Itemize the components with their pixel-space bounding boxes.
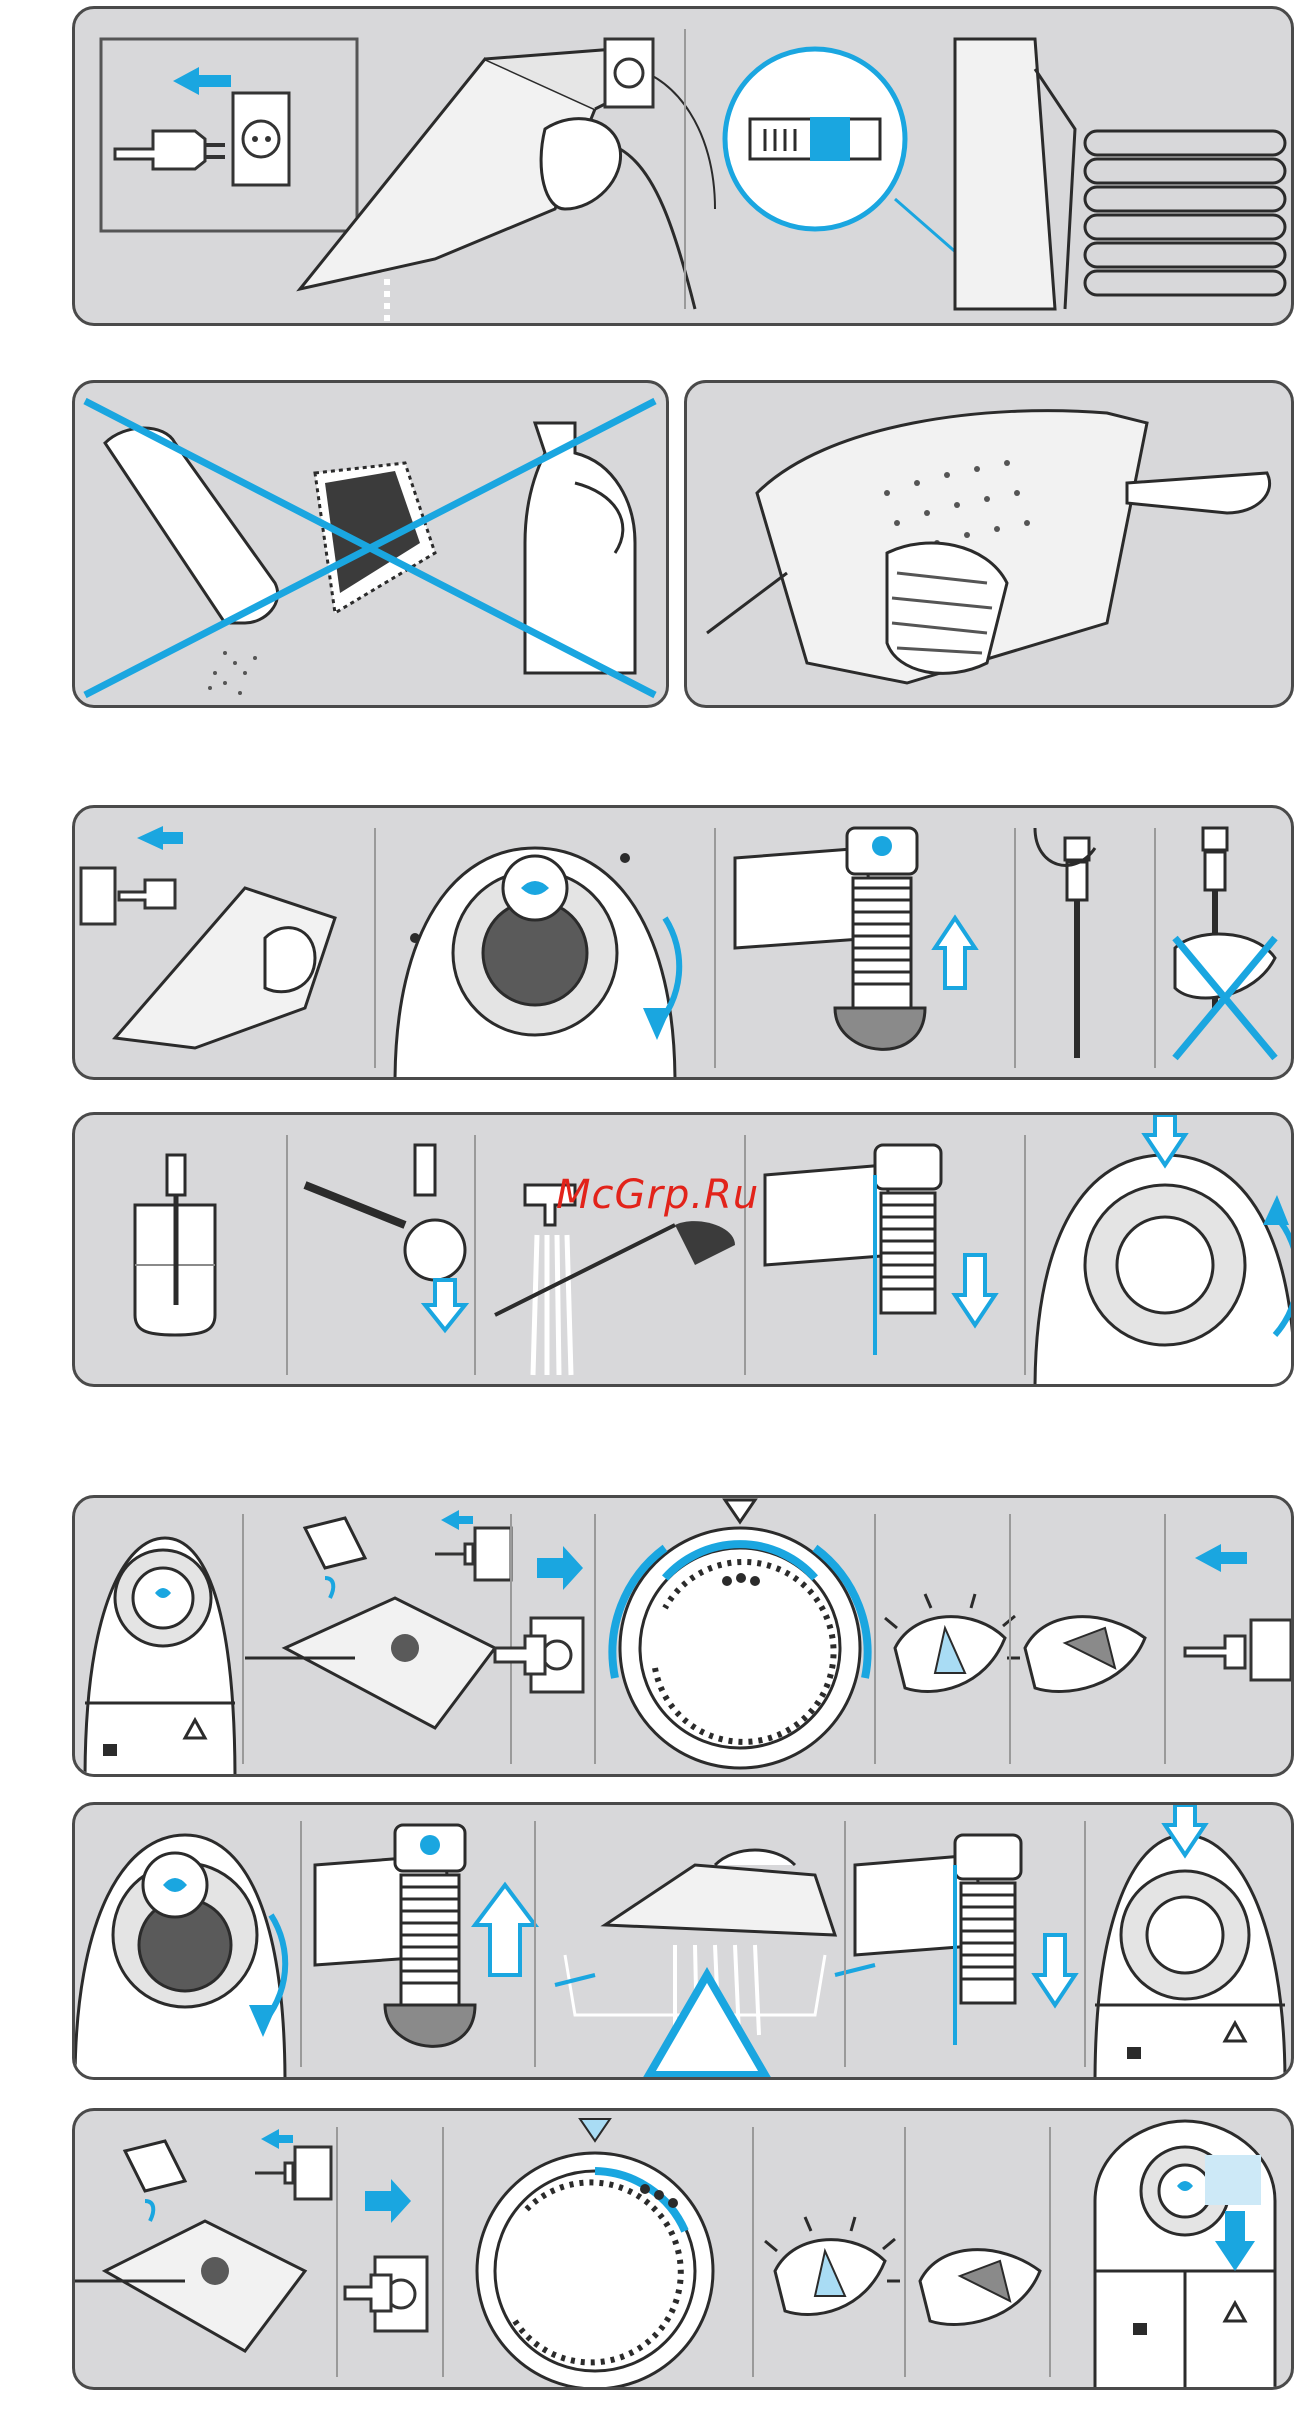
soleplate-cool — [920, 2250, 1040, 2325]
row-5-illustrations — [75, 1498, 1294, 1777]
row-1-illustrations — [75, 9, 1294, 326]
valve-hold — [1035, 828, 1095, 1058]
panel-row-2-right — [684, 380, 1294, 708]
temp-dial-max — [612, 1500, 867, 1768]
knob-turn-lock — [1035, 1115, 1294, 1387]
valve-brush — [305, 1145, 465, 1330]
steam-control-push — [1095, 2121, 1275, 2390]
no-descaler-icon — [75, 383, 669, 708]
valve-insert — [765, 1145, 995, 1355]
valve-lift-out — [315, 1825, 535, 2046]
panel-row-1 — [72, 6, 1294, 326]
plug-in — [345, 2179, 427, 2331]
watermark: McGrp.Ru — [556, 1172, 759, 1218]
soleplate-cool — [1025, 1617, 1145, 1692]
valve-insert — [855, 1835, 1075, 2045]
fill-water-unplug — [245, 1510, 511, 1728]
row-4-illustrations — [75, 1115, 1294, 1387]
unplug — [1185, 1544, 1291, 1680]
temp-dial-max — [477, 2119, 713, 2389]
valve-no-squeeze — [1175, 828, 1275, 1058]
iron-cord-wrap — [725, 39, 1285, 309]
knob-turn-lock — [1095, 1805, 1285, 2080]
panel-row-7 — [72, 2108, 1294, 2390]
soleplate-cleaning — [687, 383, 1294, 708]
iron-shake-sink-warning — [555, 1850, 875, 2075]
plug-in-iron — [81, 826, 335, 1048]
row-7-illustrations — [75, 2111, 1294, 2390]
panel-row-5 — [72, 1495, 1294, 1777]
fill-water-unplug — [75, 2129, 331, 2351]
knob-turn-unlock — [395, 848, 679, 1080]
row-3-illustrations — [75, 808, 1294, 1080]
panel-row-6 — [72, 1802, 1294, 2080]
knob-turn-unlock — [75, 1835, 285, 2080]
soleplate-heat — [885, 1594, 1020, 1691]
soleplate-heat — [765, 2217, 900, 2314]
panel-row-3 — [72, 805, 1294, 1080]
iron-tilt-drain — [300, 39, 715, 321]
row-6-illustrations — [75, 1805, 1294, 2080]
unplug-icon — [101, 39, 357, 231]
panel-row-2-left — [72, 380, 669, 708]
valve-soak-vinegar — [135, 1155, 215, 1335]
valve-lift-out — [735, 828, 975, 1049]
panel-row-4 — [72, 1112, 1294, 1387]
knob-steam-off — [85, 1538, 235, 1777]
